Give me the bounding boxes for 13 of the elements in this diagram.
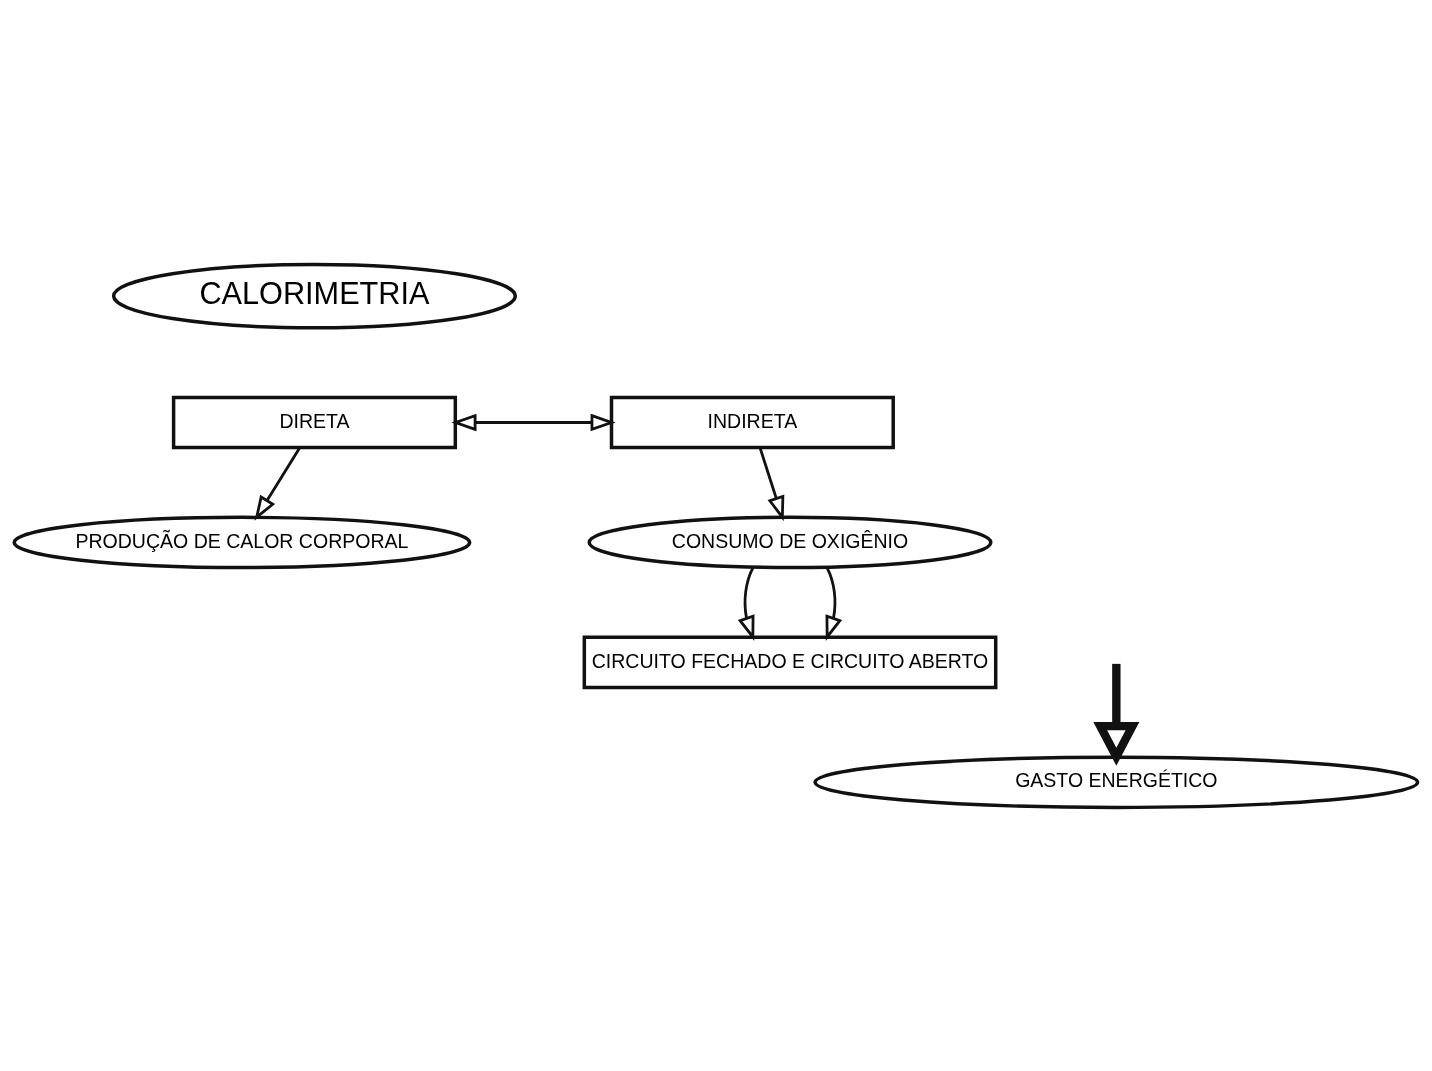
arrow — [737, 566, 755, 641]
node-ellipse: PRODUÇÃO DE CALOR CORPORAL — [12, 515, 472, 569]
node-box: DIRETA — [171, 395, 458, 449]
arrow — [1093, 663, 1140, 766]
arrow — [758, 447, 785, 521]
node-ellipse: GASTO ENERGÉTICO — [813, 754, 1420, 809]
arrow — [825, 566, 843, 641]
arrow — [451, 413, 616, 431]
node-ellipse: CONSUMO DE OXIGÊNIO — [587, 515, 993, 569]
arrow — [254, 446, 301, 521]
node-box: CIRCUITO FECHADO E CIRCUITO ABERTO — [582, 635, 998, 689]
node-ellipse: CALORIMETRIA — [111, 262, 518, 330]
node-box: INDIRETA — [609, 395, 895, 449]
